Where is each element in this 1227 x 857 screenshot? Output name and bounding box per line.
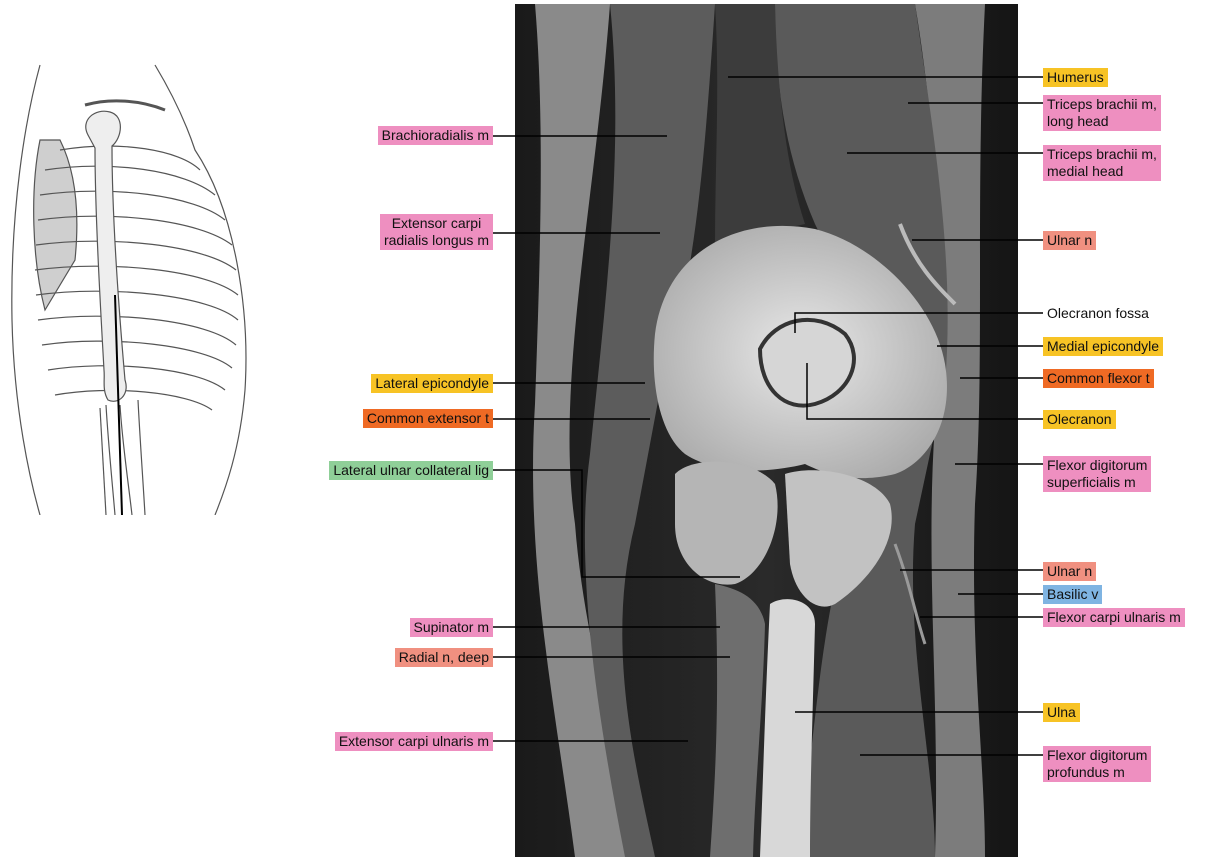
label-text: long head [1047,113,1157,130]
label-triceps-medial-head: Triceps brachii m, medial head [1043,145,1161,181]
label-text: Lateral ulnar collateral lig [333,462,489,479]
label-radial-nerve-deep: Radial n, deep [395,648,493,667]
label-olecranon: Olecranon [1043,410,1116,429]
label-text: Flexor digitorum [1047,747,1147,764]
label-text: radialis longus m [384,232,489,249]
label-medial-epicondyle: Medial epicondyle [1043,337,1163,356]
mri-image [515,4,1018,857]
label-text: Olecranon fossa [1047,305,1149,322]
label-text: Flexor carpi ulnaris m [1047,609,1181,626]
label-text: Ulnar n [1047,563,1092,580]
label-text: Medial epicondyle [1047,338,1159,355]
label-text: Supinator m [414,619,489,636]
label-flexor-digitorum-profundus: Flexor digitorum profundus m [1043,746,1151,782]
label-extensor-carpi-ulnaris: Extensor carpi ulnaris m [335,732,493,751]
label-common-extensor-tendon: Common extensor t [363,409,493,428]
label-text: Ulnar n [1047,232,1092,249]
label-text: Brachioradialis m [382,127,489,144]
label-flexor-carpi-ulnaris: Flexor carpi ulnaris m [1043,608,1185,627]
label-text: Humerus [1047,69,1104,86]
label-ulna: Ulna [1043,703,1080,722]
label-olecranon-fossa: Olecranon fossa [1043,304,1153,323]
label-basilic-vein: Basilic v [1043,585,1102,604]
label-text: medial head [1047,163,1157,180]
label-text: Ulna [1047,704,1076,721]
label-text: Extensor carpi ulnaris m [339,733,489,750]
label-brachioradialis: Brachioradialis m [378,126,493,145]
label-humerus: Humerus [1043,68,1108,87]
label-text: Common extensor t [367,410,489,427]
label-common-flexor-tendon: Common flexor t [1043,369,1154,388]
orientation-drawing [0,60,270,515]
label-ulnar-nerve-upper: Ulnar n [1043,231,1096,250]
label-text: Lateral epicondyle [375,375,489,392]
label-flexor-digitorum-superficialis: Flexor digitorum superficialis m [1043,456,1151,492]
label-text: Extensor carpi [384,215,489,232]
label-text: Triceps brachii m, [1047,96,1157,113]
label-text: Basilic v [1047,586,1098,603]
label-text: superficialis m [1047,474,1147,491]
label-text: Common flexor t [1047,370,1150,387]
label-lateral-epicondyle: Lateral epicondyle [371,374,493,393]
label-triceps-long-head: Triceps brachii m, long head [1043,95,1161,131]
label-extensor-carpi-radialis-longus: Extensor carpi radialis longus m [380,214,493,250]
label-text: Flexor digitorum [1047,457,1147,474]
label-text: profundus m [1047,764,1147,781]
label-lateral-ulnar-collateral-lig: Lateral ulnar collateral lig [329,461,493,480]
label-text: Radial n, deep [399,649,489,666]
label-supinator: Supinator m [410,618,493,637]
label-text: Olecranon [1047,411,1112,428]
label-ulnar-nerve-lower: Ulnar n [1043,562,1096,581]
label-text: Triceps brachii m, [1047,146,1157,163]
